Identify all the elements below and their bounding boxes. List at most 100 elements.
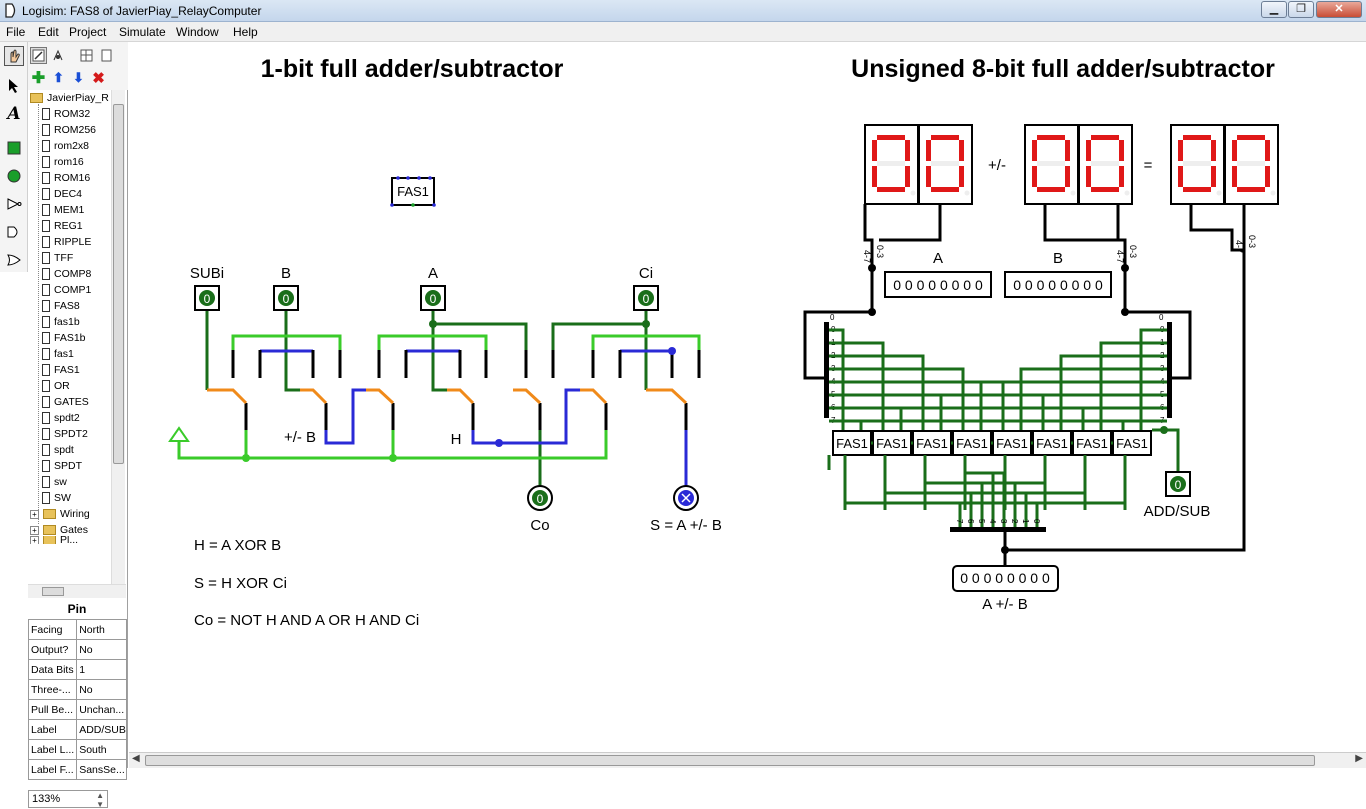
zoom-select[interactable]: 133% ▲▼ [28, 790, 108, 809]
tree-item-circuit[interactable]: ROM256 [42, 122, 96, 138]
poke-tool-icon[interactable] [4, 46, 24, 66]
input-pin-ci[interactable]: 0 [633, 285, 659, 311]
circuit-canvas[interactable]: 1-bit full adder/subtractor Unsigned 8-b… [129, 42, 1366, 752]
tree-item-circuit[interactable]: SPDT [42, 458, 82, 474]
expand-icon[interactable]: + [30, 525, 39, 535]
input-pin-a[interactable]: 0 [420, 285, 446, 311]
fas1-cell[interactable]: FAS1 [992, 430, 1032, 456]
property-row[interactable]: Label L...South [27, 739, 128, 760]
tree-item-circuit[interactable]: FAS1b [42, 330, 86, 346]
maximize-button[interactable]: ❐ [1288, 1, 1314, 18]
scrollbar-thumb[interactable] [42, 587, 64, 596]
explorer-vertical-scrollbar[interactable] [111, 90, 125, 588]
tree-item-circuit[interactable]: ROM32 [42, 106, 90, 122]
fas1-cell[interactable]: FAS1 [1112, 430, 1152, 456]
tree-item-circuit[interactable]: sw [42, 474, 67, 490]
circuit-drawing[interactable]: 1-bit full adder/subtractor Unsigned 8-b… [129, 42, 1366, 752]
text-tool-icon[interactable]: A [7, 104, 21, 124]
input-pin-subi[interactable]: 0 [194, 285, 220, 311]
tree-library-wiring[interactable]: + Wiring [30, 506, 90, 522]
fas1-cell[interactable]: FAS1 [1032, 430, 1072, 456]
and-gate-icon[interactable] [4, 222, 24, 242]
property-value[interactable]: South [76, 739, 128, 760]
expand-icon[interactable]: + [30, 509, 39, 519]
tree-item-circuit[interactable]: SPDT2 [42, 426, 88, 442]
appearance-icon[interactable] [50, 47, 67, 64]
tree-item-circuit[interactable]: rom16 [42, 154, 84, 170]
property-value[interactable]: ADD/SUB [76, 719, 128, 740]
property-value[interactable]: SansSe... [76, 759, 128, 780]
fas1-cell[interactable]: FAS1 [952, 430, 992, 456]
menu-edit[interactable]: Edit [38, 25, 59, 39]
property-row[interactable]: Three-...No [27, 679, 128, 700]
tree-item-circuit[interactable]: GATES [42, 394, 89, 410]
tree-item-circuit[interactable]: OR [42, 378, 70, 394]
output-pin-icon[interactable] [4, 166, 24, 186]
explorer-horizontal-scrollbar[interactable] [28, 584, 126, 598]
register-a[interactable]: 0 0 0 0 0 0 0 0 [884, 271, 992, 298]
tree-item-circuit[interactable]: TFF [42, 250, 73, 266]
menu-simulate[interactable]: Simulate [119, 25, 166, 39]
input-pin-icon[interactable] [4, 138, 24, 158]
tree-library-plexers[interactable]: + Pl... [30, 536, 78, 544]
tree-item-circuit[interactable]: FAS1 [42, 362, 80, 378]
move-up-icon[interactable]: ⬆ [53, 69, 64, 85]
tree-item-circuit[interactable]: COMP8 [42, 266, 91, 282]
menu-help[interactable]: Help [233, 25, 258, 39]
tree-root[interactable]: JavierPiay_R [30, 90, 109, 106]
fas1-subcircuit-box[interactable]: FAS1 [390, 176, 436, 207]
menu-file[interactable]: File [6, 25, 26, 39]
tree-item-circuit[interactable]: rom2x8 [42, 138, 89, 154]
fas1-cell[interactable]: FAS1 [872, 430, 912, 456]
tree-item-circuit[interactable]: RIPPLE [42, 234, 91, 250]
property-row[interactable]: Output?No [27, 639, 128, 660]
property-value[interactable]: North [76, 619, 128, 640]
menu-project[interactable]: Project [69, 25, 107, 39]
delete-circuit-icon[interactable]: ✖ [92, 69, 105, 87]
tree-item-circuit[interactable]: DEC4 [42, 186, 82, 202]
input-pin-b[interactable]: 0 [273, 285, 299, 311]
table-view-icon[interactable] [78, 47, 95, 64]
tree-item-circuit[interactable]: FAS8 [42, 298, 80, 314]
fas1-cell[interactable]: FAS1 [912, 430, 952, 456]
property-value[interactable]: No [76, 679, 128, 700]
tree-item-circuit[interactable]: spdt2 [42, 410, 80, 426]
property-row[interactable]: Label F...SansSe... [27, 759, 128, 780]
scroll-right-icon[interactable]: ▶ [1355, 753, 1363, 764]
tree-item-circuit[interactable]: MEM1 [42, 202, 84, 218]
or-gate-icon[interactable] [4, 250, 24, 270]
scroll-left-icon[interactable]: ◀ [132, 753, 140, 764]
edit-circuit-icon[interactable] [30, 47, 47, 64]
output-pin-s[interactable] [673, 485, 699, 511]
add-circuit-icon[interactable]: ✚ [31, 69, 46, 87]
move-down-icon[interactable]: ⬇ [73, 69, 84, 85]
output-pin-co[interactable]: 0 [527, 485, 553, 511]
select-tool-icon[interactable] [4, 76, 24, 96]
tree-item-circuit[interactable]: ROM16 [42, 170, 90, 186]
layout-icon[interactable] [98, 47, 115, 64]
tree-item-circuit[interactable]: fas1 [42, 346, 74, 362]
tree-item-circuit[interactable]: fas1b [42, 314, 80, 330]
minimize-button[interactable]: ▁ [1261, 1, 1287, 18]
expand-icon[interactable]: + [30, 536, 39, 544]
property-value[interactable]: No [76, 639, 128, 660]
canvas-horizontal-scrollbar[interactable]: ◀ ▶ [129, 752, 1366, 768]
close-button[interactable]: ✕ [1316, 1, 1362, 18]
not-gate-icon[interactable] [4, 194, 24, 214]
spinner-icon[interactable]: ▲▼ [96, 791, 104, 809]
fas1-cell[interactable]: FAS1 [832, 430, 872, 456]
property-row[interactable]: Pull Be...Unchan... [27, 699, 128, 720]
menu-window[interactable]: Window [176, 25, 219, 39]
tree-item-circuit[interactable]: SW [42, 490, 71, 506]
fas1-cell[interactable]: FAS1 [1072, 430, 1112, 456]
scrollbar-thumb[interactable] [113, 104, 124, 464]
result-register[interactable]: 0 0 0 0 0 0 0 0 [952, 565, 1059, 592]
tree-item-circuit[interactable]: spdt [42, 442, 74, 458]
tree-library-gates[interactable]: + Gates [30, 522, 88, 538]
tree-item-circuit[interactable]: COMP1 [42, 282, 91, 298]
scrollbar-thumb[interactable] [145, 755, 1315, 766]
register-b[interactable]: 0 0 0 0 0 0 0 0 [1004, 271, 1112, 298]
